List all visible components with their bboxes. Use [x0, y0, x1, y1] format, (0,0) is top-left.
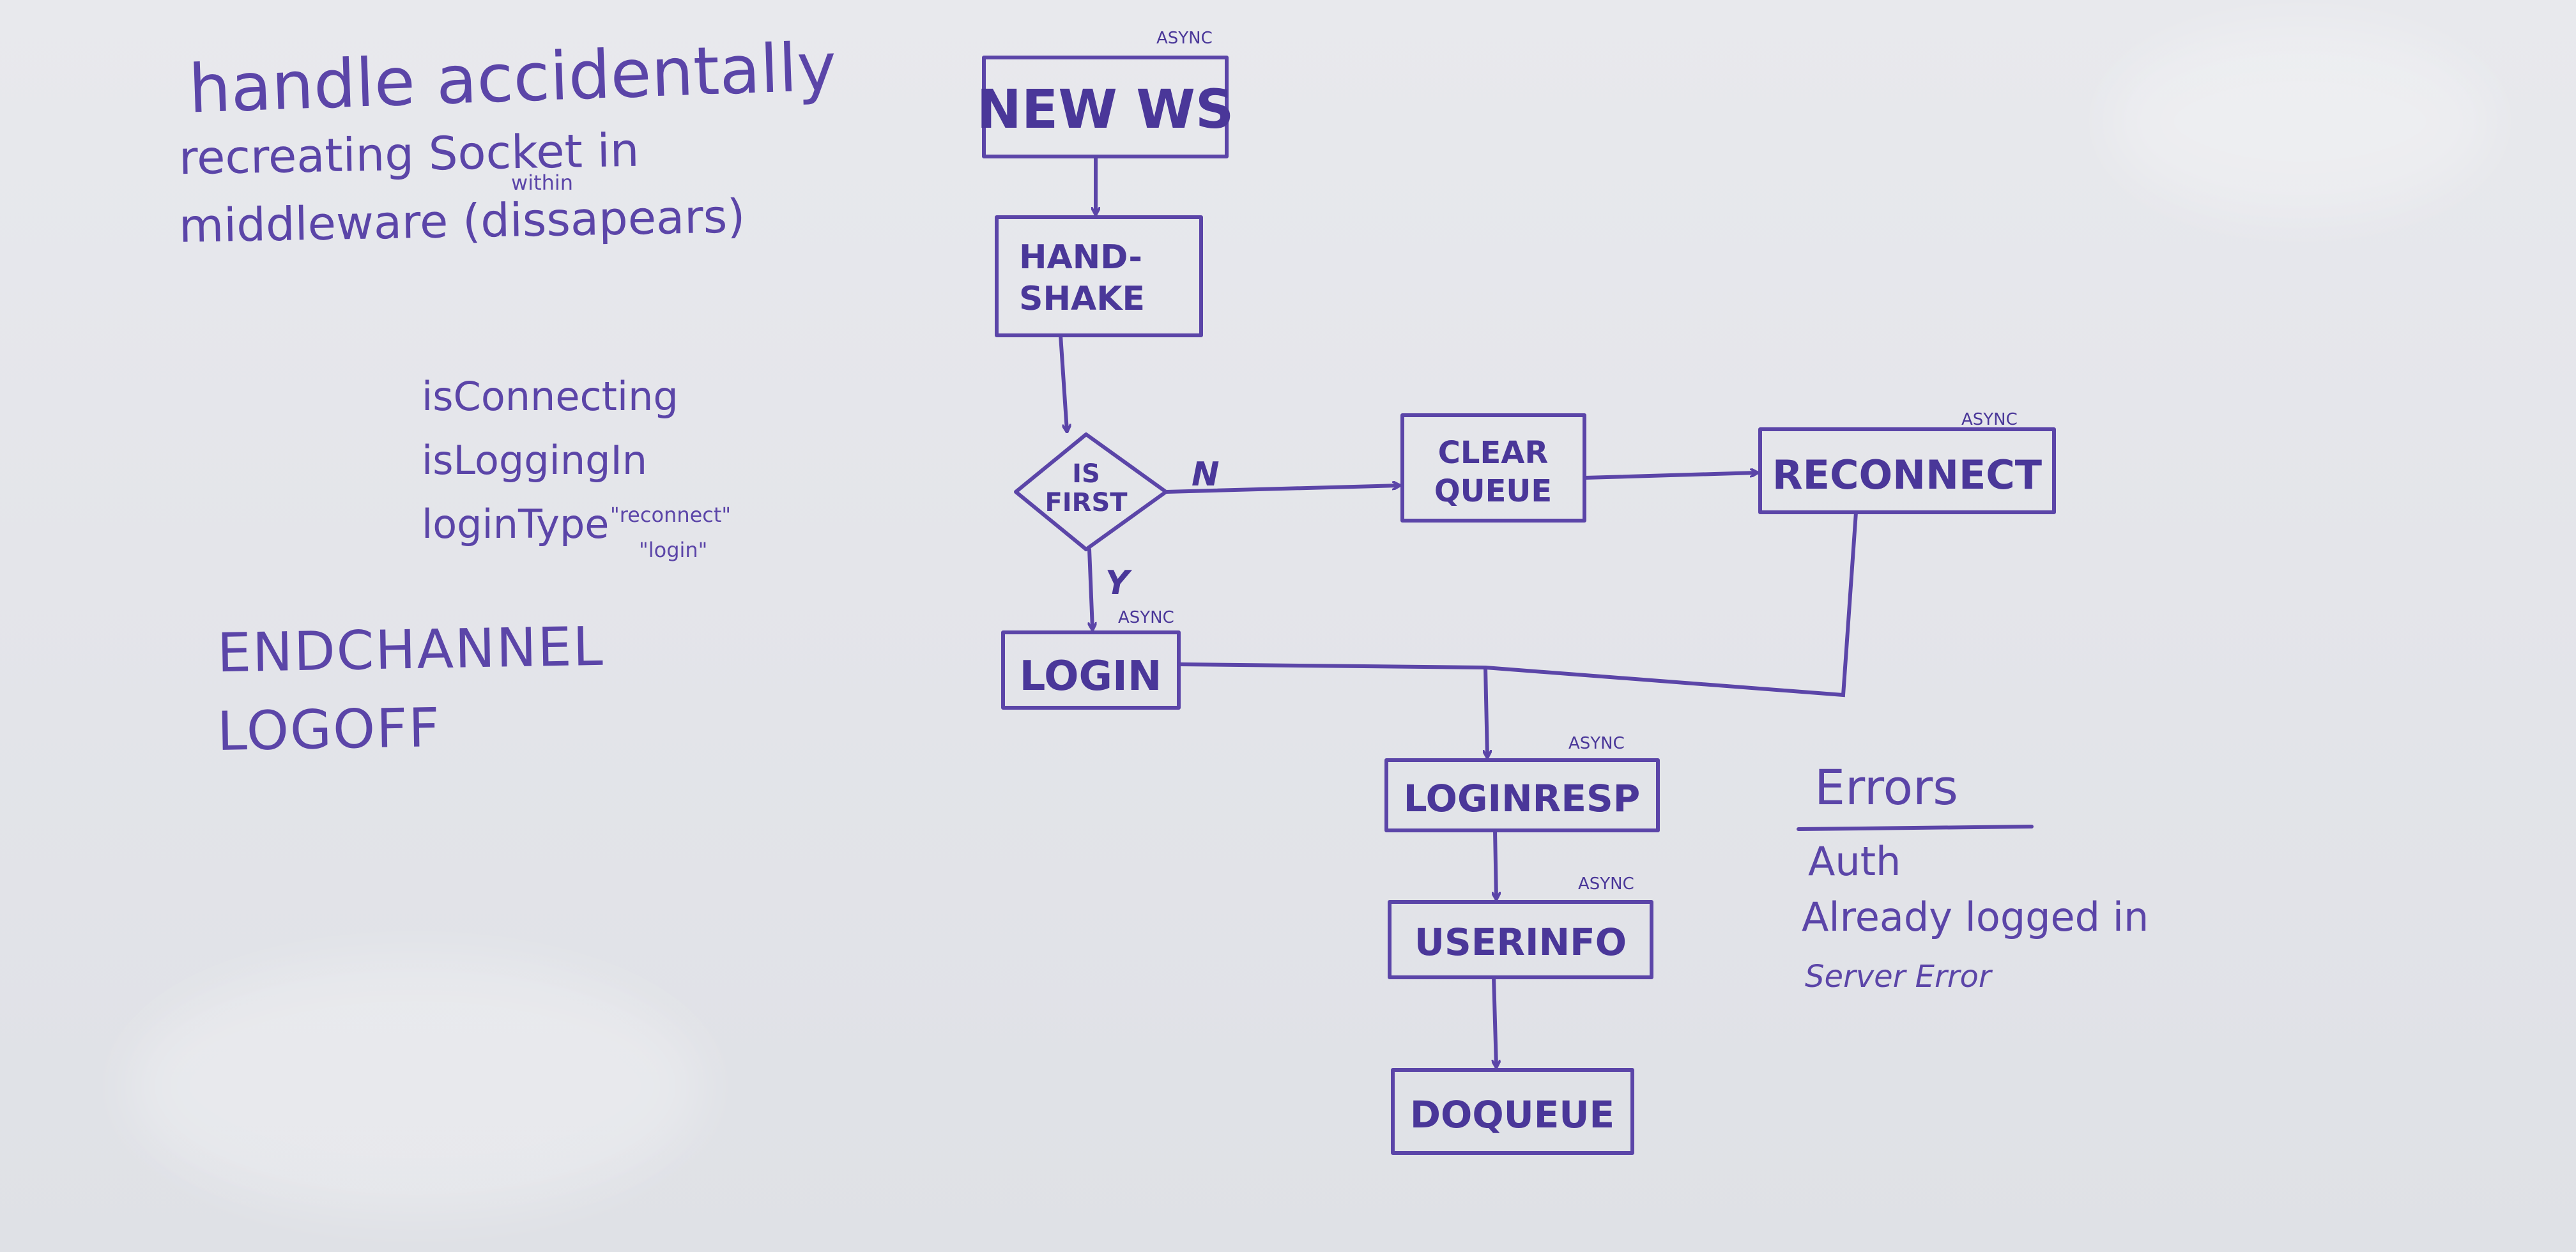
node-user-info-tag: ASYNC — [1578, 874, 1634, 894]
node-login-resp-box — [1384, 758, 1660, 832]
node-handshake-label-2: SHAKE — [1019, 280, 1145, 318]
node-user-info-label: USERINFO — [1414, 920, 1627, 964]
edge-label-no: N — [1192, 455, 1220, 494]
error-already-logged-in: Already logged in — [1802, 894, 2149, 940]
flag-is-logging-in: isLoggingIn — [422, 437, 648, 484]
flag-login-type: loginType — [422, 501, 610, 547]
node-login-resp: LOGINRESP ASYNC — [1384, 734, 1660, 832]
node-new-ws: NEW WS ASYNC — [977, 29, 1234, 158]
errors-underline — [1797, 825, 2034, 831]
node-is-first-label-1: IS — [1072, 459, 1100, 489]
edge-label-yes: Y — [1105, 564, 1133, 602]
edge-merge-to-login-resp — [1485, 666, 1487, 757]
node-is-first: IS FIRST — [1014, 432, 1168, 551]
node-new-ws-box — [982, 56, 1229, 158]
node-handshake: HAND- SHAKE — [995, 215, 1203, 337]
node-handshake-box — [995, 215, 1203, 337]
node-user-info: USERINFO ASYNC — [1388, 874, 1653, 979]
node-login: LOGIN ASYNC — [1001, 608, 1181, 710]
node-clear-queue-box — [1400, 413, 1586, 523]
node-reconnect-tag: ASYNC — [1961, 410, 2018, 429]
edge-is-first-to-clear-queue — [1164, 485, 1399, 494]
errors-title: Errors — [1814, 759, 1958, 816]
edge-reconnect-to-merge — [1177, 510, 1858, 698]
node-clear-queue-label-2: QUEUE — [1434, 473, 1552, 509]
node-clear-queue-label-1: CLEAR — [1438, 435, 1549, 471]
node-login-box — [1001, 630, 1181, 710]
error-auth: Auth — [1808, 838, 1901, 885]
node-login-tag: ASYNC — [1118, 608, 1174, 627]
node-do-queue-box — [1391, 1068, 1634, 1155]
flag-is-connecting: isConnecting — [422, 373, 678, 420]
edge-user-info-to-do-queue — [1494, 975, 1496, 1067]
node-reconnect-label: RECONNECT — [1772, 452, 2042, 498]
node-reconnect: RECONNECT ASYNC — [1758, 410, 2056, 514]
login-type-reconnect: "reconnect" — [610, 503, 732, 527]
node-do-queue-label: DOQUEUE — [1410, 1093, 1614, 1136]
node-login-resp-tag: ASYNC — [1568, 734, 1625, 753]
board-smudge — [2108, 26, 2492, 217]
edge-clear-queue-to-reconnect — [1583, 473, 1757, 480]
board-smudge — [128, 958, 703, 1214]
note-within: within — [511, 171, 574, 195]
node-login-label: LOGIN — [1020, 653, 1162, 700]
error-server-error: Server Error — [1805, 959, 1991, 995]
node-handshake-label-1: HAND- — [1019, 238, 1142, 277]
node-clear-queue: CLEAR QUEUE — [1400, 413, 1586, 523]
node-reconnect-box — [1758, 427, 2056, 514]
node-login-resp-label: LOGINRESP — [1404, 777, 1641, 820]
edge-handshake-to-is-first — [1059, 333, 1067, 431]
node-new-ws-tag: ASYNC — [1156, 29, 1213, 48]
node-user-info-box — [1388, 900, 1653, 979]
node-new-ws-label: NEW WS — [977, 78, 1234, 141]
edge-login-resp-to-user-info — [1495, 828, 1496, 899]
login-type-login: "login" — [639, 538, 708, 562]
node-is-first-diamond — [1014, 432, 1168, 551]
node-do-queue: DOQUEUE — [1391, 1068, 1634, 1155]
node-is-first-label-2: FIRST — [1045, 488, 1128, 517]
edge-is-first-to-login — [1087, 547, 1092, 629]
